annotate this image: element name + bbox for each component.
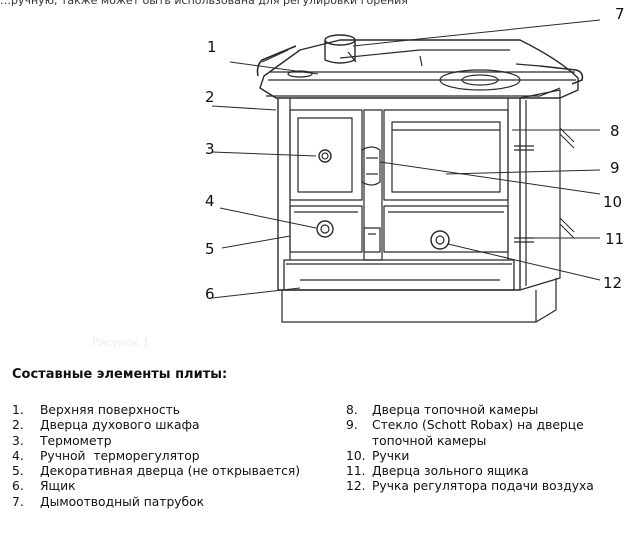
list-item: 1. Верхняя поверхность	[12, 403, 300, 418]
item-number: 3.	[12, 433, 24, 448]
item-number: 12.	[346, 479, 366, 494]
callout-4: 4	[205, 192, 215, 210]
item-number: 10.	[346, 448, 366, 463]
item-number: 6.	[12, 479, 24, 494]
callout-2: 2	[205, 88, 215, 106]
item-number: 7.	[12, 494, 24, 509]
callout-11: 11	[605, 230, 625, 248]
cropped-top-text: …ручную, также может быть использована д…	[0, 0, 408, 7]
figure-caption: Рисунок 1	[92, 336, 150, 349]
list-item: топочной камеры	[346, 434, 594, 449]
callout-3: 3	[205, 140, 215, 158]
list-item: 6. Ящик	[12, 479, 300, 494]
list-item: 11. Дверца зольного ящика	[346, 464, 594, 479]
item-number: 1.	[12, 403, 24, 417]
parts-list-right: 8. Дверца топочной камеры 9. Стекло (Schot…	[346, 403, 594, 495]
list-item: 8. Дверца топочной камеры	[346, 403, 594, 418]
callout-1: 1	[207, 38, 217, 56]
item-number: 5.	[12, 464, 24, 479]
item-text: Дверца топочной камеры	[372, 403, 539, 417]
list-item: 7. Дымоотводный патрубок	[12, 495, 300, 510]
callout-7: 7	[615, 5, 625, 23]
item-text: Дымоотводный патрубок	[40, 494, 205, 509]
parts-list-left: 1. Верхняя поверхность 2. Дверца духового …	[12, 403, 300, 510]
item-text: Ручки	[372, 448, 410, 463]
list-item: 2. Дверца духового шкафа	[12, 418, 300, 433]
list-item: 9. Стекло (Schott Robax) на дверце	[346, 418, 594, 433]
list-item: 4. Ручной терморегулятор	[12, 449, 300, 464]
callout-10: 10	[603, 193, 623, 211]
item-text: Ручка регулятора подачи воздуха	[372, 479, 594, 494]
leader-lines	[211, 19, 601, 299]
item-number: 2.	[12, 418, 24, 433]
list-item: 10. Ручки	[346, 449, 594, 464]
item-number: 9.	[346, 418, 358, 433]
flue-pipe	[324, 34, 356, 64]
item-text: Ящик	[40, 479, 76, 494]
callout-6: 6	[205, 285, 215, 303]
item-text: топочной камеры	[372, 433, 487, 448]
callout-5: 5	[205, 240, 215, 258]
item-text: Термометр	[40, 433, 112, 448]
item-number: 11.	[346, 464, 366, 479]
callout-8: 8	[610, 122, 620, 140]
item-text: Стекло (Schott Robax) на дверце	[372, 418, 584, 433]
list-item: 5. Декоративная дверца (не открывается)	[12, 464, 300, 479]
callout-12: 12	[603, 274, 623, 292]
item-number: 8.	[346, 403, 358, 417]
item-text: Дверца духового шкафа	[40, 418, 200, 433]
parts-title: Составные элементы плиты:	[12, 367, 228, 382]
list-item: 3. Термометр	[12, 434, 300, 449]
callout-9: 9	[610, 159, 620, 177]
stove-body	[256, 39, 584, 323]
item-number: 4.	[12, 448, 24, 463]
item-text: Верхняя поверхность	[40, 403, 181, 417]
item-text: Дверца зольного ящика	[372, 464, 529, 479]
item-text: Ручной терморегулятор	[40, 448, 200, 463]
item-text: Декоративная дверца (не открывается)	[40, 464, 301, 479]
stove-diagram	[211, 19, 601, 323]
list-item: 12. Ручка регулятора подачи воздуха	[346, 479, 594, 494]
